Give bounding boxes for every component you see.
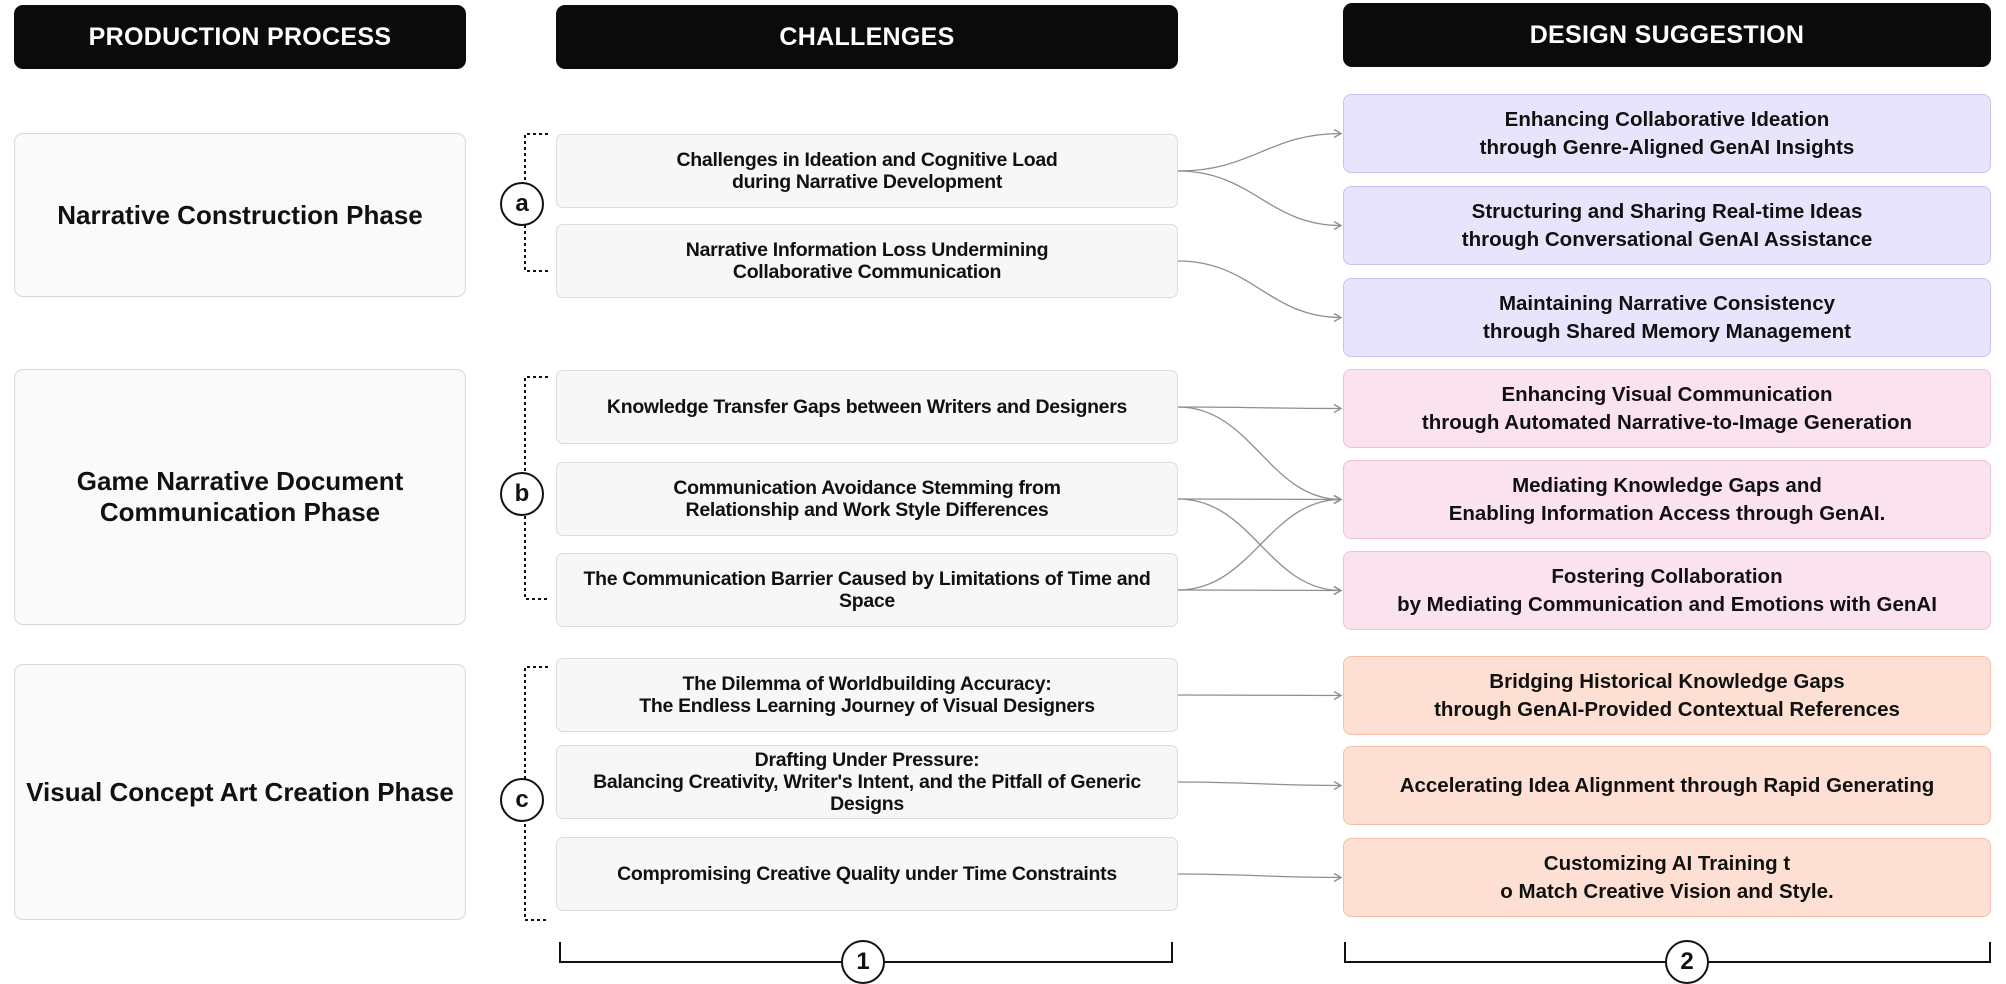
challenge-text: Drafting Under Pressure: Balancing Creat…: [593, 749, 1141, 815]
suggestion-text: Mediating Knowledge Gaps and Enabling In…: [1448, 473, 1886, 525]
connector-line: [1177, 406, 1342, 410]
suggestion-box: Enhancing Collaborative Ideation through…: [1343, 94, 1991, 173]
suggestion-box: Customizing AI Training t o Match Creati…: [1343, 838, 1991, 917]
challenge-box: Knowledge Transfer Gaps between Writers …: [556, 370, 1178, 444]
phase-label: Game Narrative Document Communication Ph…: [76, 466, 404, 527]
arrowhead: [1333, 585, 1343, 596]
arrowhead: [1333, 494, 1343, 505]
connector-line: [1177, 406, 1342, 501]
group-badge-c: c: [500, 778, 544, 822]
challenge-text: Challenges in Ideation and Cognitive Loa…: [676, 149, 1058, 193]
challenge-box: Challenges in Ideation and Cognitive Loa…: [556, 134, 1178, 208]
suggestion-text: Enhancing Visual Communication through A…: [1421, 382, 1913, 434]
suggestion-box: Accelerating Idea Alignment through Rapi…: [1343, 746, 1991, 825]
suggestion-box: Fostering Collaboration by Mediating Com…: [1343, 551, 1991, 630]
header-challenges: CHALLENGES: [556, 5, 1178, 69]
column-marker-1: 1: [841, 940, 885, 984]
header-production-process: PRODUCTION PROCESS: [14, 5, 466, 69]
arrowhead: [1333, 872, 1343, 883]
phase-narrative-document-communication: Game Narrative Document Communication Ph…: [14, 369, 466, 625]
suggestion-text: Structuring and Sharing Real-time Ideas …: [1461, 199, 1873, 251]
arrowhead: [1333, 690, 1343, 701]
connector-line: [1177, 873, 1342, 879]
suggestion-text: Maintaining Narrative Consistency throug…: [1483, 291, 1851, 343]
suggestion-text: Accelerating Idea Alignment through Rapi…: [1399, 773, 1935, 797]
group-badge-b: b: [500, 472, 544, 516]
connector-line: [1177, 132, 1342, 172]
phase-visual-concept-art: Visual Concept Art Creation Phase: [14, 664, 466, 920]
challenge-box: Compromising Creative Quality under Time…: [556, 837, 1178, 911]
arrowhead: [1333, 403, 1343, 414]
connector-line: [1177, 498, 1342, 591]
arrowhead: [1333, 220, 1343, 231]
phase-narrative-construction: Narrative Construction Phase: [14, 133, 466, 297]
suggestion-text: Enhancing Collaborative Ideation through…: [1479, 107, 1855, 159]
connector-line: [1177, 170, 1342, 227]
connector-line: [1177, 694, 1342, 697]
challenge-text: Communication Avoidance Stemming from Re…: [673, 477, 1061, 521]
challenge-text: Narrative Information Loss Undermining C…: [685, 239, 1049, 283]
challenge-text: The Dilemma of Worldbuilding Accuracy: T…: [639, 673, 1095, 717]
challenge-box: The Dilemma of Worldbuilding Accuracy: T…: [556, 658, 1178, 732]
connector-line: [1177, 781, 1342, 787]
phase-label: Visual Concept Art Creation Phase: [26, 776, 454, 807]
arrowhead: [1333, 780, 1343, 791]
suggestion-text: Customizing AI Training t o Match Creati…: [1500, 851, 1834, 903]
challenge-box: Narrative Information Loss Undermining C…: [556, 224, 1178, 298]
suggestion-text: Bridging Historical Knowledge Gaps throu…: [1434, 669, 1900, 721]
connector-line: [1177, 589, 1342, 592]
arrowhead: [1333, 312, 1343, 323]
suggestion-box: Mediating Knowledge Gaps and Enabling In…: [1343, 460, 1991, 539]
challenge-box: Communication Avoidance Stemming from Re…: [556, 462, 1178, 536]
suggestion-box: Maintaining Narrative Consistency throug…: [1343, 278, 1991, 357]
suggestion-box: Bridging Historical Knowledge Gaps throu…: [1343, 656, 1991, 735]
connector-line: [1177, 498, 1342, 501]
challenge-text: Knowledge Transfer Gaps between Writers …: [606, 396, 1128, 418]
connector-line: [1177, 260, 1342, 319]
challenge-text: The Communication Barrier Caused by Limi…: [583, 568, 1151, 612]
arrowhead: [1333, 128, 1343, 139]
challenge-text: Compromising Creative Quality under Time…: [617, 863, 1117, 885]
suggestion-box: Structuring and Sharing Real-time Ideas …: [1343, 186, 1991, 265]
challenge-box: Drafting Under Pressure: Balancing Creat…: [556, 745, 1178, 819]
column-marker-2: 2: [1665, 940, 1709, 984]
suggestion-box: Enhancing Visual Communication through A…: [1343, 369, 1991, 448]
phase-label: Narrative Construction Phase: [57, 199, 423, 230]
suggestion-text: Fostering Collaboration by Mediating Com…: [1397, 564, 1937, 616]
challenge-box: The Communication Barrier Caused by Limi…: [556, 553, 1178, 627]
header-design-suggestion: DESIGN SUGGESTION: [1343, 3, 1991, 67]
group-badge-a: a: [500, 182, 544, 226]
